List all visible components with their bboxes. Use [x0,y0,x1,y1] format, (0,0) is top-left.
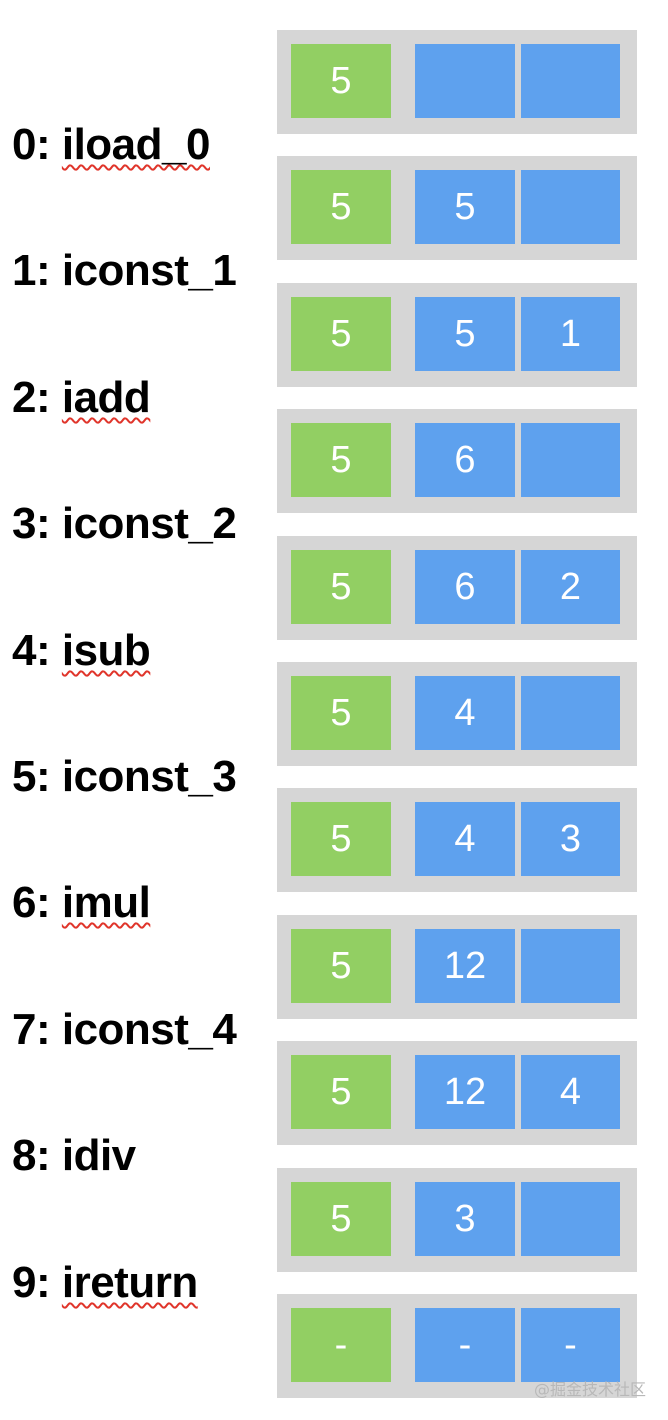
operand-stack-slot [521,44,620,118]
instruction-index: 3: [12,499,51,548]
local-variable-slot: 5 [291,170,391,244]
instruction-index: 4: [12,626,51,675]
operand-stack-slot: - [415,1308,515,1382]
operand-stack-slot: 12 [415,929,515,1003]
instruction-opcode: idiv [61,1131,136,1180]
operand-stack-slot: 6 [415,423,515,497]
local-variable-slot: 5 [291,802,391,876]
instruction-label: 6: imul [12,878,151,928]
operand-stack-slot [521,929,620,1003]
operand-stack-slot [521,676,620,750]
instruction-label: 3: iconst_2 [12,499,237,549]
local-variable-slot: - [291,1308,391,1382]
instruction-index: 5: [12,752,51,801]
local-variable-slot: 5 [291,297,391,371]
instruction-index: 8: [12,1131,51,1180]
watermark: @掘金技术社区 [533,1380,646,1399]
operand-stack-slot: 4 [521,1055,620,1129]
operand-stack-slot: 2 [521,550,620,624]
operand-stack-slot: 5 [415,297,515,371]
instruction-label: 0: iload_0 [12,120,210,170]
instruction-opcode: iconst_1 [61,246,237,295]
operand-stack-slot: 4 [415,676,515,750]
local-variable-slot: 5 [291,44,391,118]
instruction-opcode: iadd [61,373,151,422]
instruction-opcode: iload_0 [61,120,211,169]
instruction-opcode: iconst_4 [61,1005,237,1054]
instruction-index: 1: [12,246,51,295]
operand-stack-slot [415,44,515,118]
operand-stack-slot: 4 [415,802,515,876]
instruction-label: 2: iadd [12,373,151,423]
instruction-opcode: iconst_3 [61,752,237,801]
stack-frame: 5 [277,30,637,134]
instruction-opcode: isub [61,626,151,675]
local-variable-slot: 5 [291,1182,391,1256]
stack-frame: --- [277,1294,637,1398]
operand-stack-slot [521,423,620,497]
instruction-opcode: imul [61,878,151,927]
instruction-opcode: ireturn [61,1258,198,1307]
operand-stack-slot: 3 [415,1182,515,1256]
local-variable-slot: 5 [291,1055,391,1129]
operand-stack-slot: 6 [415,550,515,624]
instruction-index: 2: [12,373,51,422]
operand-stack-slot [521,170,620,244]
local-variable-slot: 5 [291,676,391,750]
operand-stack-slot: 3 [521,802,620,876]
instruction-index: 9: [12,1258,51,1307]
operand-stack-slot: - [521,1308,620,1382]
local-variable-slot: 5 [291,929,391,1003]
stack-frame: 5 12 [277,915,637,1019]
operand-stack-slot: 1 [521,297,620,371]
instruction-label: 1: iconst_1 [12,246,237,296]
instruction-label: 7: iconst_4 [12,1005,237,1055]
operand-stack-slot [521,1182,620,1256]
instruction-label: 4: isub [12,626,151,676]
instruction-index: 7: [12,1005,51,1054]
instruction-opcode: iconst_2 [61,499,237,548]
instruction-label: 8: idiv [12,1131,136,1181]
operand-stack-slot: 12 [415,1055,515,1129]
instruction-index: 0: [12,120,51,169]
instruction-index: 6: [12,878,51,927]
local-variable-slot: 5 [291,423,391,497]
local-variable-slot: 5 [291,550,391,624]
instruction-label: 9: ireturn [12,1258,198,1308]
operand-stack-slot: 5 [415,170,515,244]
instruction-label: 5: iconst_3 [12,752,237,802]
